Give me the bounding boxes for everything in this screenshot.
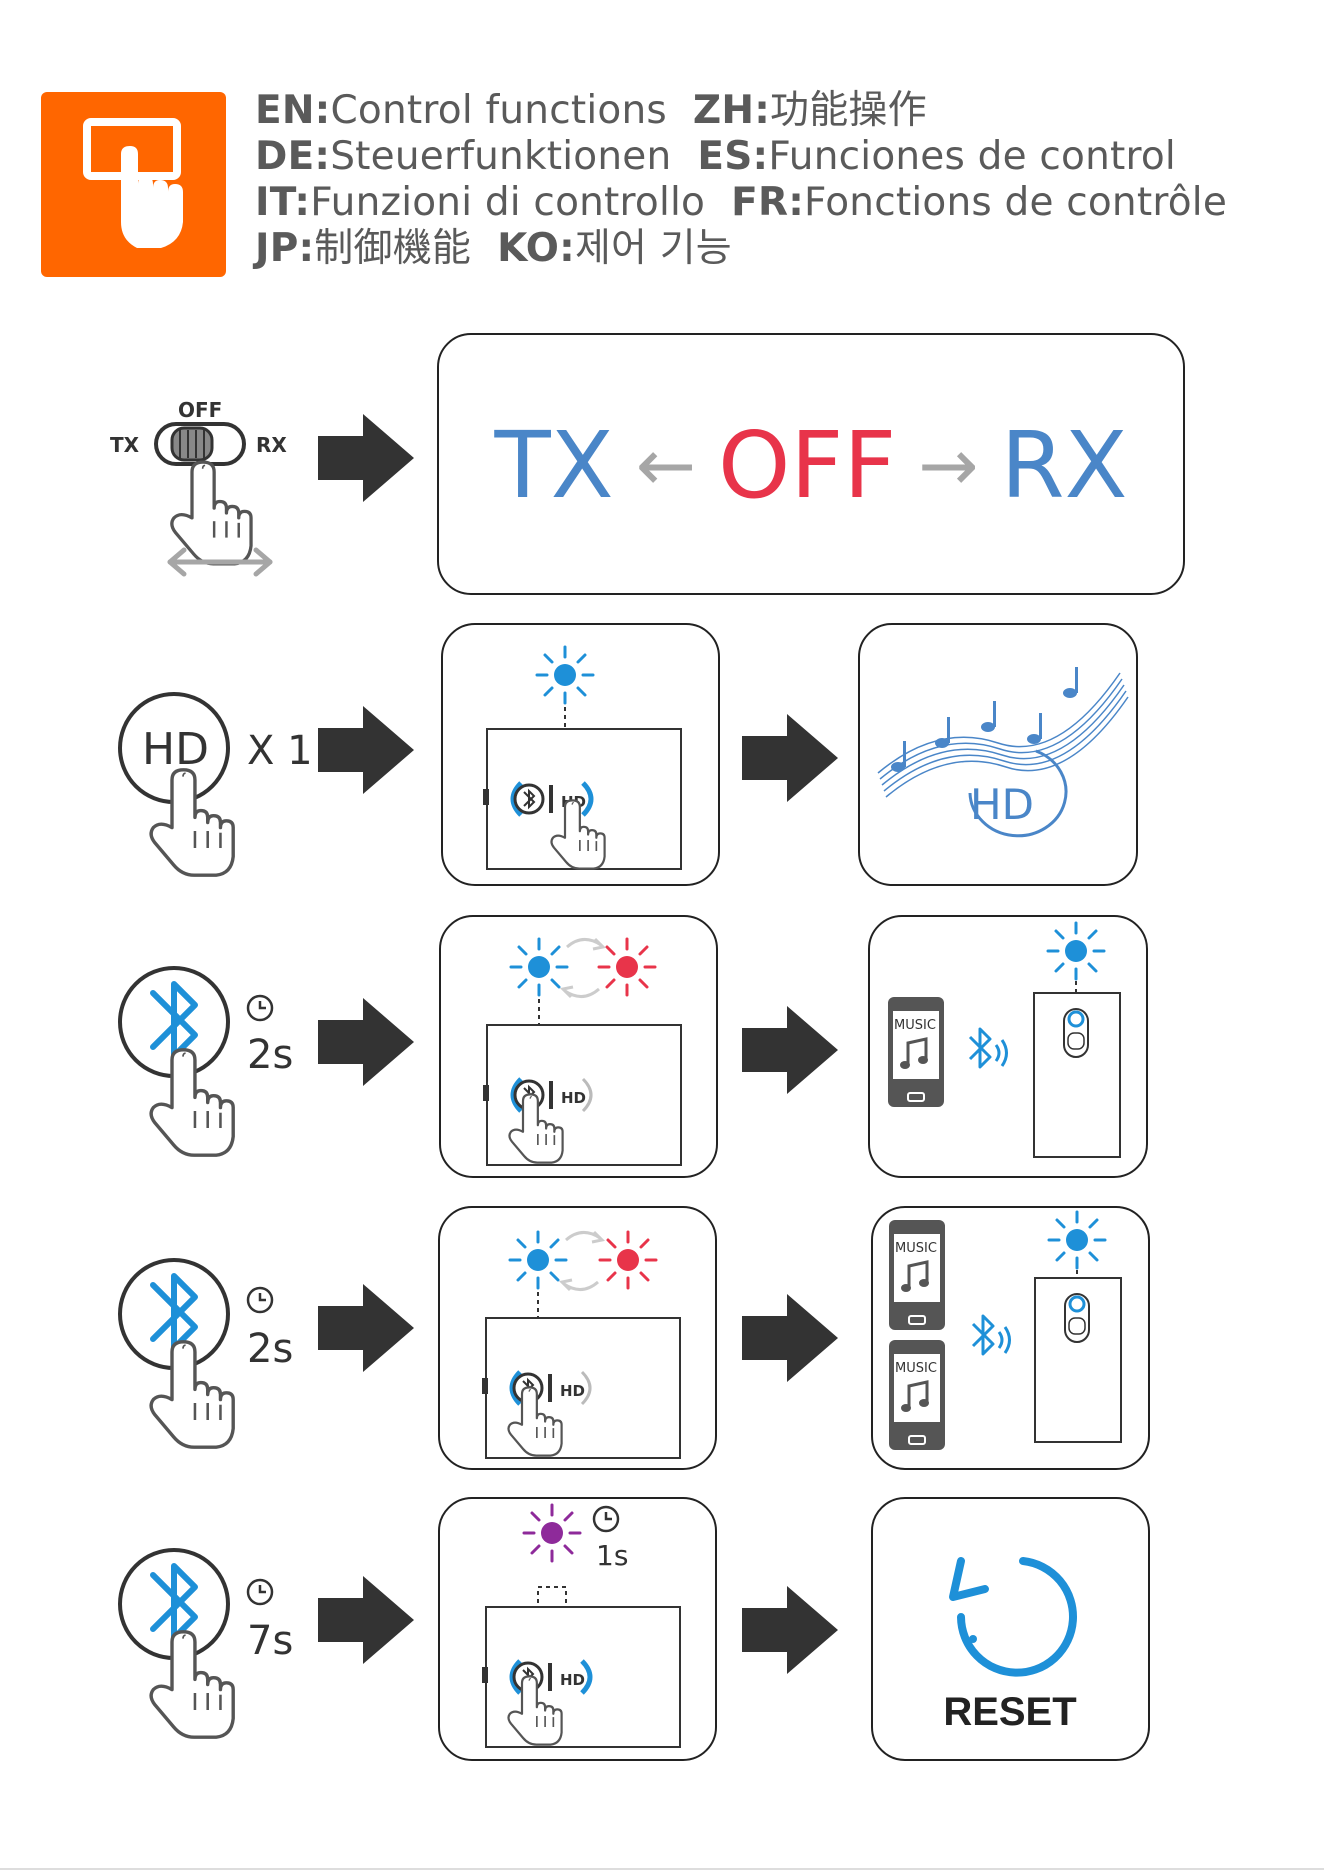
mode-switch-illustration: OFF TX RX <box>100 390 300 590</box>
arrow-right-icon <box>318 414 418 504</box>
arrow-right-icon <box>742 1586 842 1676</box>
purple-led-icon <box>524 1505 580 1561</box>
svg-text:HD: HD <box>560 1671 585 1689</box>
bt-button-press-illustration-2 <box>110 1252 330 1462</box>
hd-button-press-illustration: HD <box>110 680 330 880</box>
arrow-right-icon <box>318 1576 418 1666</box>
hold-duration-3: 7s <box>247 1618 293 1664</box>
pairing-device-illustration-1: HD <box>439 915 718 1178</box>
arrow-left-icon: ← <box>636 423 696 507</box>
flow-tx: TX <box>494 412 613 519</box>
arrow-right-icon: → <box>918 423 978 507</box>
arrow-right-icon <box>742 1294 842 1384</box>
mode-flow: TX ← OFF → RX <box>438 335 1184 595</box>
press-times: X 1 <box>247 728 313 774</box>
switch-tx-label: TX <box>110 433 140 457</box>
arrow-right-icon <box>742 1006 842 1096</box>
blue-led-icon <box>1048 923 1104 979</box>
blue-led-icon <box>510 1232 566 1288</box>
svg-text:MUSIC: MUSIC <box>895 1241 937 1256</box>
switch-off-label: OFF <box>178 398 222 422</box>
phone-icon <box>889 1220 945 1330</box>
svg-text:HD: HD <box>561 1089 586 1107</box>
hold-duration-1: 2s <box>247 1032 293 1078</box>
pairing-device-illustration-2: HD <box>438 1206 717 1470</box>
clock-icon <box>594 1507 618 1531</box>
bluetooth-signal-icon <box>973 1316 1010 1354</box>
arrow-right-icon <box>318 998 418 1088</box>
hd-button-label: HD <box>142 724 209 775</box>
arrow-right-icon <box>742 714 842 804</box>
flow-rx: RX <box>1001 412 1128 519</box>
hd-device-illustration: HD <box>441 623 720 886</box>
phone-pairing-illustration-1: MUSIC <box>868 915 1148 1178</box>
bottom-rule <box>0 1868 1324 1870</box>
blue-led-icon <box>1049 1212 1105 1268</box>
touchscreen-hand-icon <box>41 92 226 277</box>
red-led-icon <box>600 1232 656 1288</box>
music-label: MUSIC <box>894 1018 936 1033</box>
reset-device-illustration: 1s HD <box>438 1497 717 1761</box>
blink-duration: 1s <box>596 1539 628 1572</box>
multi-phone-pairing-illustration: MUSIC MUSIC <box>871 1206 1150 1470</box>
header-badge <box>41 92 226 277</box>
clock-icon <box>248 1288 272 1312</box>
blue-led-icon <box>511 939 567 995</box>
clock-icon <box>248 996 272 1020</box>
clock-icon <box>248 1580 272 1604</box>
bt-button-press-illustration-1 <box>110 960 330 1170</box>
flow-off: OFF <box>718 412 896 519</box>
svg-text:HD: HD <box>560 1382 585 1400</box>
svg-text:MUSIC: MUSIC <box>895 1361 937 1376</box>
phone-icon <box>889 1340 945 1450</box>
switch-rx-label: RX <box>256 433 287 457</box>
hd-quality-label: HD <box>970 780 1034 829</box>
bt-button-press-illustration-3 <box>110 1542 330 1752</box>
bluetooth-signal-icon <box>970 1029 1007 1067</box>
hd-music-illustration: HD <box>858 623 1138 886</box>
red-led-icon <box>599 939 655 995</box>
phone-icon <box>888 997 944 1107</box>
blue-led-icon <box>537 647 593 703</box>
reset-label: RESET <box>872 1690 1148 1735</box>
arrow-right-icon <box>318 1284 418 1374</box>
arrow-right-icon <box>318 706 418 796</box>
hold-duration-2: 2s <box>247 1326 293 1372</box>
